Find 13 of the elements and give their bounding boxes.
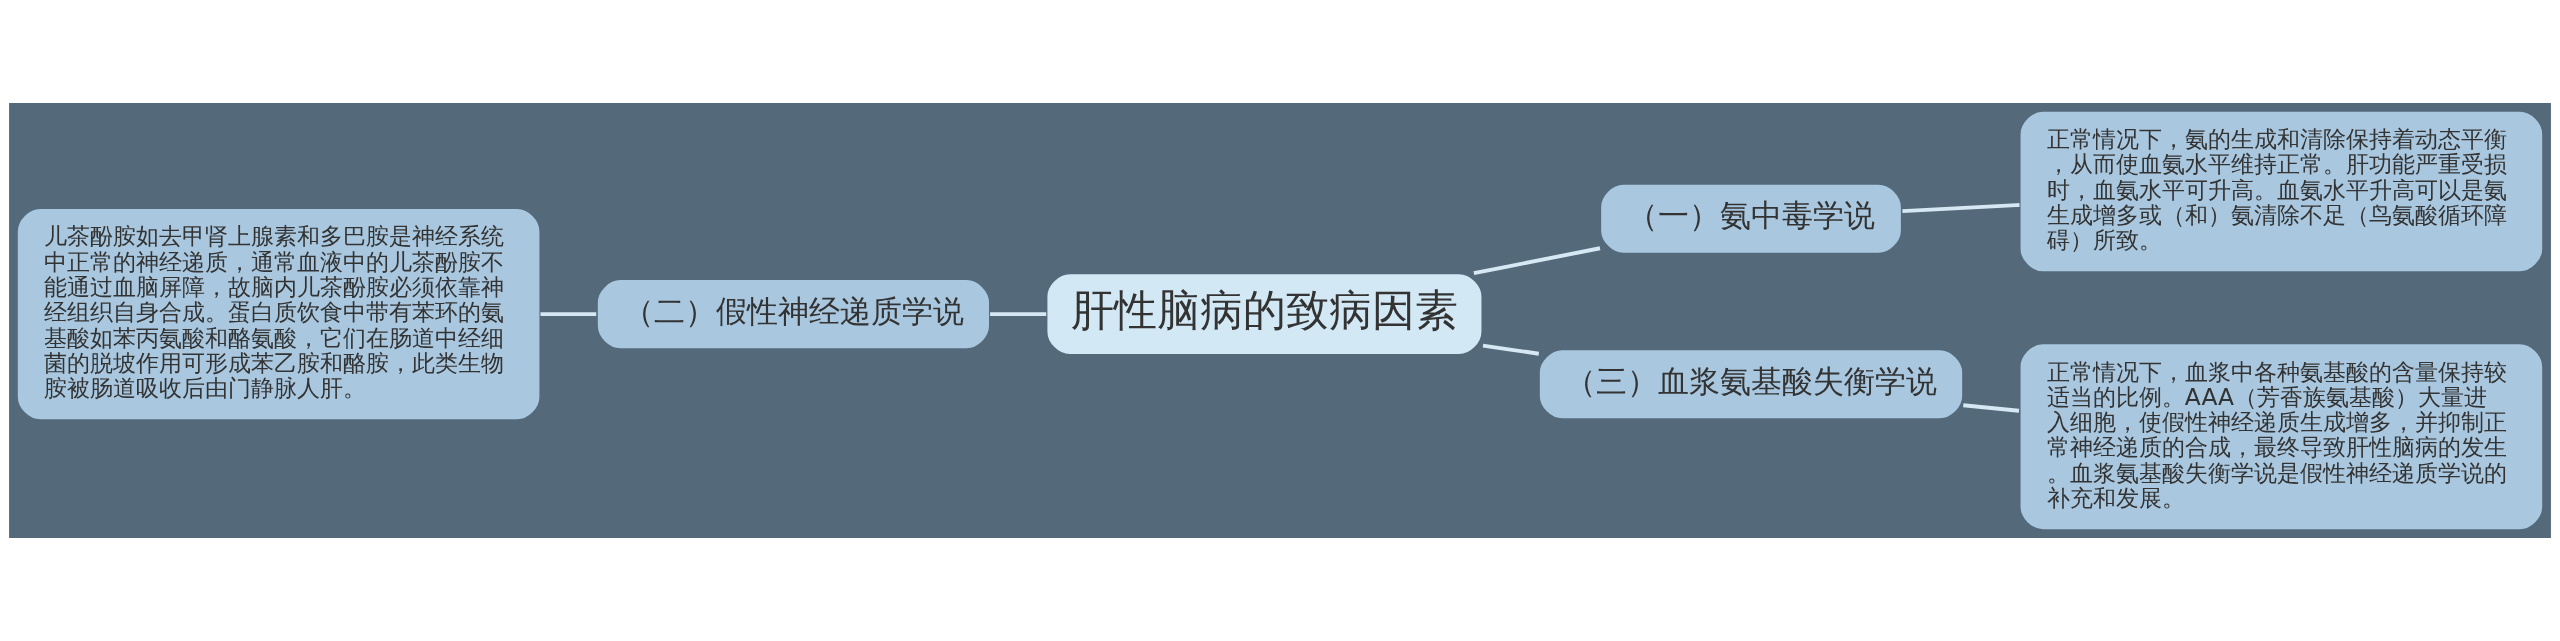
connector xyxy=(1473,246,1601,276)
node-box: （二）假性神经递质学说 xyxy=(595,278,991,351)
node-box: 正常情况下，血浆中各种氨基酸的含量保持较适当的比例。AAA（芳香族氨基酸）大量进入细胞，使假性神经递质生成增多，并抑制正常神经递质的合成，最终导致肝性脑病的发生。血浆氨基酸失衡学说是假性神经递质学说的补充和发展。 xyxy=(2018,342,2545,532)
connector xyxy=(990,312,1047,317)
connector xyxy=(540,312,597,317)
node-box: 肝性脑病的致病因素 xyxy=(1045,272,1484,357)
connector xyxy=(1963,403,2020,413)
node-box: （一）氨中毒学说 xyxy=(1599,182,1903,255)
node-box: 儿茶酚胺如去甲肾上腺素和多巴胺是神经系统中正常的神经递质，通常血液中的儿茶酚胺不能通过血脑屏障，故脑内儿茶酚胺必须依靠神经组织自身合成。蛋白质饮食中带有苯环的氨基酸如苯丙氨酸和酪氨酸，它们在肠道中经细菌的脱坡作用可形成苯乙胺和酪胺，此类生物胺被肠道吸收后由门静脉人肝。 xyxy=(15,207,542,422)
node-box: （三）血浆氨基酸失衡学说 xyxy=(1537,348,1965,421)
node-box: 正常情况下，氨的生成和清除保持着动态平衡，从而使血氨水平维持正常。肝功能严重受损时，血氨水平可升高。血氨水平升高可以是氨生成增多或（和）氨清除不足（鸟氨酸循环障碍）所致。 xyxy=(2018,109,2545,274)
connector xyxy=(1902,203,2020,214)
connector xyxy=(1482,343,1540,356)
